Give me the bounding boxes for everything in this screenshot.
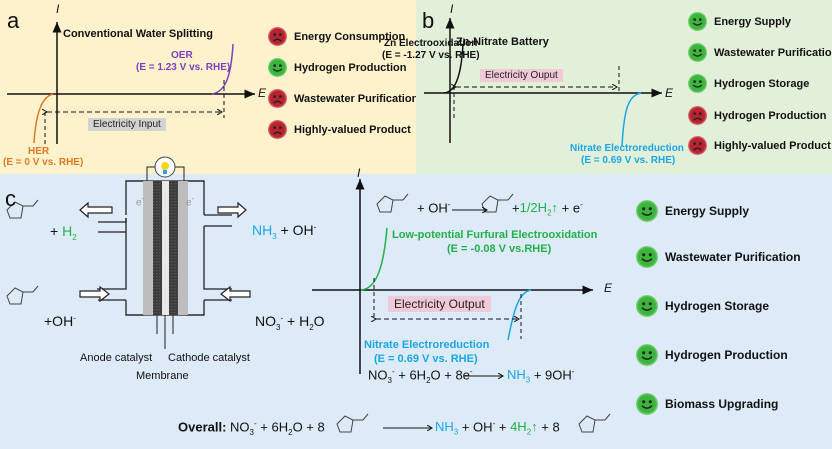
x-axis-label: E	[258, 86, 267, 100]
smiley-face-icon	[636, 246, 658, 268]
y-axis-label: I	[357, 166, 361, 180]
anode-catalyst	[153, 181, 162, 315]
cathode-process-label: Nitrate Electroreduction	[364, 339, 490, 351]
electron-label-right: e-	[186, 193, 195, 209]
cathode-out-arrow	[217, 201, 247, 219]
cathode-potential: (E = 0.69 V vs. RHE)	[581, 155, 676, 166]
her-label: HER	[28, 146, 50, 157]
cathode-catalyst-label: Cathode catalyst	[168, 352, 250, 364]
electricity-output-label: Electricity Ouput	[480, 69, 563, 82]
smiley-face-icon	[688, 74, 707, 93]
sad-face-icon	[268, 89, 287, 108]
evaluation-item: Hydrogen Production	[636, 344, 788, 366]
evaluation-item: Energy Supply	[636, 200, 749, 222]
y-axis-label: I	[56, 2, 60, 16]
electricity-output-label: Electricity Output	[388, 296, 491, 312]
smiley-face-icon	[636, 295, 658, 317]
cathode-layer	[178, 181, 188, 315]
anode-potential: (E = -1.27 V vs. RHE)	[382, 50, 480, 61]
anode-process-label: Low-potential Furfural Electrooxidation	[392, 229, 598, 241]
furfural-molecule	[336, 413, 369, 433]
panel-title: Conventional Water Splitting	[63, 28, 213, 40]
anode-feed: +OH-	[44, 313, 76, 329]
electrochemical-cell	[97, 156, 232, 349]
evaluation-item: Biomass Upgrading	[636, 393, 778, 415]
anode-layer	[143, 181, 153, 315]
cathode-catalyst	[169, 181, 178, 315]
evaluation-item: Highly-valued Product	[268, 120, 411, 139]
evaluation-item: Hydrogen Storage	[688, 74, 809, 93]
overall-reaction-reactants: Overall: NO3- + 6H2O + 8	[178, 419, 325, 437]
anode-out-arrow	[79, 201, 113, 219]
panel-b-zn-nitrate-battery: b I E Zn-Nitrate Battery Zn Electrooxida…	[382, 0, 832, 174]
panel-letter: c	[5, 186, 16, 211]
sad-face-icon	[268, 27, 287, 46]
panel-a-plot	[7, 22, 255, 148]
anode-product: + H2	[50, 223, 77, 242]
x-axis-label: E	[604, 281, 613, 295]
anode-catalyst-label: Anode catalyst	[80, 352, 153, 364]
cathode-reaction-products: NH3 + 9OH-	[507, 367, 575, 385]
oer-potential: (E = 1.23 V vs. RHE)	[136, 62, 231, 73]
anode-in-arrow	[79, 285, 110, 303]
her-curve	[33, 93, 54, 144]
evaluation-item: Wastewater Purification	[636, 246, 801, 268]
her-potential: (E = 0 V vs. RHE)	[3, 157, 84, 168]
panel-c-furfural-nitrate-cell: c e- e- + H2 NH3 + OH- +OH- NO3- + H2O A…	[0, 156, 832, 449]
overall-reaction-products: NH3 + OH- + 4H2↑ + 8	[435, 419, 560, 437]
panel-letter: a	[7, 8, 20, 33]
nitrate-reduction-curve	[507, 289, 532, 341]
evaluation-item: Hydrogen Storage	[636, 295, 769, 317]
sad-face-icon	[268, 120, 287, 139]
y-axis-label: I	[450, 2, 454, 16]
smiley-face-icon	[688, 43, 707, 62]
panel-letter: b	[422, 8, 435, 33]
panel-title: Zn-Nitrate Battery	[456, 36, 549, 48]
furfural-oxidation-curve	[360, 227, 388, 291]
evaluation-item: Wastewater Purification	[268, 89, 418, 108]
cathode-in-arrow	[220, 285, 251, 303]
evaluation-item: Energy Consumption	[268, 27, 405, 46]
cathode-feed: NO3- + H2O	[255, 313, 325, 332]
oer-curve	[211, 43, 234, 95]
oer-label: OER	[171, 50, 193, 61]
cathode-label: Nitrate Electroreduction	[570, 143, 684, 154]
nitrate-reduction-curve	[621, 92, 642, 147]
evaluation-item: Hydrogen Production	[688, 106, 826, 125]
smiley-face-icon	[268, 58, 287, 77]
membrane-label: Membrane	[136, 370, 189, 382]
cathode-product: NH3 + OH-	[252, 222, 317, 241]
evaluation-item: Highly-valued Product	[688, 136, 831, 155]
anode-potential: (E = -0.08 V vs.RHE)	[447, 243, 552, 255]
evaluation-item: Hydrogen Production	[268, 58, 406, 77]
anode-reaction-reactants: + OH-	[417, 200, 451, 216]
sad-face-icon	[688, 136, 707, 155]
furfural-molecule	[376, 193, 409, 213]
electron-label-left: e-	[136, 193, 145, 209]
membrane	[162, 181, 169, 315]
anode-label: Zn Electrooxidation	[384, 38, 478, 49]
sad-face-icon	[688, 106, 707, 125]
smiley-face-icon	[688, 12, 707, 31]
panel-b-plot	[424, 18, 662, 147]
electricity-input-label: Electricity Input	[88, 118, 166, 131]
cathode-potential: (E = 0.69 V vs. RHE)	[374, 353, 478, 365]
furfural-molecule	[6, 285, 39, 305]
anode-reaction-products: +1/2H2↑ + e-	[512, 200, 583, 218]
evaluation-item: Wastewater Purification	[688, 43, 832, 62]
smiley-face-icon	[636, 344, 658, 366]
x-axis-label: E	[665, 86, 674, 100]
panel-c-drawing	[6, 156, 611, 433]
panel-a-water-splitting: a I E Conventional Water Splitting OER (…	[0, 0, 418, 174]
smiley-face-icon	[636, 200, 658, 222]
evaluation-item: Energy Supply	[688, 12, 791, 31]
zn-oxidation-curve	[443, 43, 464, 94]
smiley-face-icon	[636, 393, 658, 415]
furoic-acid-molecule	[578, 413, 611, 433]
cathode-reaction-reactants: NO3- + 6H2O + 8e-	[368, 367, 473, 385]
furoic-acid-molecule	[481, 193, 514, 213]
